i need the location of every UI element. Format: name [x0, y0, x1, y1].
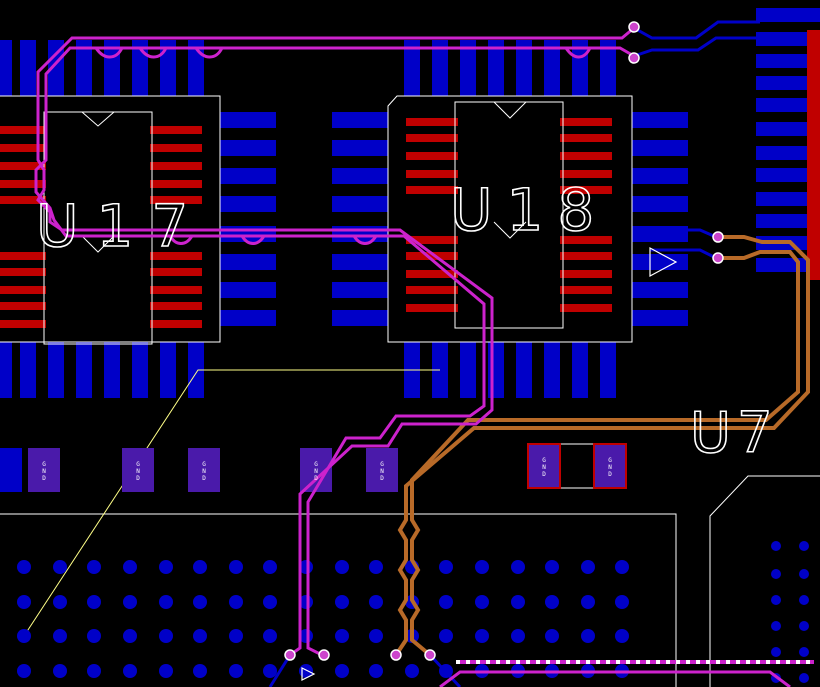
- via-dot[interactable]: [159, 629, 173, 643]
- refdes-labels: U17 U18 U7: [35, 175, 779, 467]
- via-dot[interactable]: [771, 595, 781, 605]
- via-dot[interactable]: [545, 629, 559, 643]
- via-dot[interactable]: [511, 629, 525, 643]
- via-dot[interactable]: [799, 647, 809, 657]
- via-dot[interactable]: [771, 569, 781, 579]
- via-dot[interactable]: [229, 595, 243, 609]
- capacitor-c2: [122, 448, 220, 492]
- via-dot[interactable]: [193, 560, 207, 574]
- via-dot[interactable]: [439, 560, 453, 574]
- via-dot[interactable]: [335, 560, 349, 574]
- via-dot[interactable]: [799, 595, 809, 605]
- via-dot[interactable]: [17, 595, 31, 609]
- via-dot[interactable]: [799, 673, 809, 683]
- via-dot[interactable]: [123, 629, 137, 643]
- via-dot[interactable]: [545, 595, 559, 609]
- board-edge-dashed: [439, 660, 814, 687]
- u17-top-pads[interactable]: [0, 126, 202, 328]
- via-dot[interactable]: [17, 629, 31, 643]
- u7-refdes: U7: [690, 401, 779, 466]
- diff-pair-orange[interactable]: [394, 235, 810, 657]
- via-dot[interactable]: [771, 541, 781, 551]
- via-dot[interactable]: [123, 664, 137, 678]
- via-dot[interactable]: [159, 664, 173, 678]
- via-dot[interactable]: [263, 629, 277, 643]
- connector-pads-right[interactable]: [756, 8, 820, 280]
- via-dot[interactable]: [263, 595, 277, 609]
- via-dot[interactable]: [87, 629, 101, 643]
- via-dot[interactable]: [123, 560, 137, 574]
- via-dot[interactable]: [581, 595, 595, 609]
- silkscreen-outlines: [0, 95, 820, 687]
- via-dot[interactable]: [799, 541, 809, 551]
- via-dot[interactable]: [193, 664, 207, 678]
- capacitor-c4: [527, 443, 627, 489]
- via-grid[interactable]: [17, 541, 809, 683]
- via-dot[interactable]: [475, 560, 489, 574]
- via-dot[interactable]: [229, 629, 243, 643]
- via-dot[interactable]: [545, 560, 559, 574]
- via-dot[interactable]: [335, 595, 349, 609]
- via-dot[interactable]: [439, 595, 453, 609]
- diff-pair-magenta[interactable]: [34, 26, 635, 657]
- via-dot[interactable]: [581, 560, 595, 574]
- via-dot[interactable]: [335, 664, 349, 678]
- via-dot[interactable]: [17, 664, 31, 678]
- via-dot[interactable]: [581, 629, 595, 643]
- via-dot[interactable]: [159, 560, 173, 574]
- via-dot[interactable]: [511, 595, 525, 609]
- u18-top-pads[interactable]: [406, 118, 612, 312]
- via-dot[interactable]: [193, 595, 207, 609]
- via-dot[interactable]: [87, 560, 101, 574]
- via-dot[interactable]: [615, 560, 629, 574]
- via-dot[interactable]: [369, 595, 383, 609]
- capacitor-row[interactable]: [0, 443, 627, 492]
- via-dot[interactable]: [771, 647, 781, 657]
- via-dot[interactable]: [335, 629, 349, 643]
- via-dot[interactable]: [369, 560, 383, 574]
- via-dot[interactable]: [615, 595, 629, 609]
- via-dot[interactable]: [475, 595, 489, 609]
- via-dot[interactable]: [475, 629, 489, 643]
- via-dot[interactable]: [263, 560, 277, 574]
- via-dot[interactable]: [193, 629, 207, 643]
- via-dot[interactable]: [159, 595, 173, 609]
- via-dot[interactable]: [439, 629, 453, 643]
- via-dot[interactable]: [369, 664, 383, 678]
- via-dot[interactable]: [263, 664, 277, 678]
- via-dot[interactable]: [87, 595, 101, 609]
- vias[interactable]: [284, 21, 724, 661]
- u17-refdes: U17: [36, 192, 206, 260]
- marker-arrows: [301, 246, 678, 681]
- via-dot[interactable]: [511, 560, 525, 574]
- blue-traces[interactable]: [268, 20, 760, 687]
- via-dot[interactable]: [369, 629, 383, 643]
- u18-refdes: U18: [450, 176, 608, 244]
- via-dot[interactable]: [229, 560, 243, 574]
- via-dot[interactable]: [799, 621, 809, 631]
- via-dot[interactable]: [123, 595, 137, 609]
- via-dot[interactable]: [53, 595, 67, 609]
- via-dot[interactable]: [229, 664, 243, 678]
- via-dot[interactable]: [771, 621, 781, 631]
- via-dot[interactable]: [799, 569, 809, 579]
- capacitor-c1: [0, 448, 60, 492]
- via-dot[interactable]: [53, 664, 67, 678]
- via-dot[interactable]: [87, 664, 101, 678]
- ratsnest-line: [23, 369, 440, 637]
- via-dot[interactable]: [53, 629, 67, 643]
- via-dot[interactable]: [615, 629, 629, 643]
- via-dot[interactable]: [53, 560, 67, 574]
- via-dot[interactable]: [405, 664, 419, 678]
- via-dot[interactable]: [17, 560, 31, 574]
